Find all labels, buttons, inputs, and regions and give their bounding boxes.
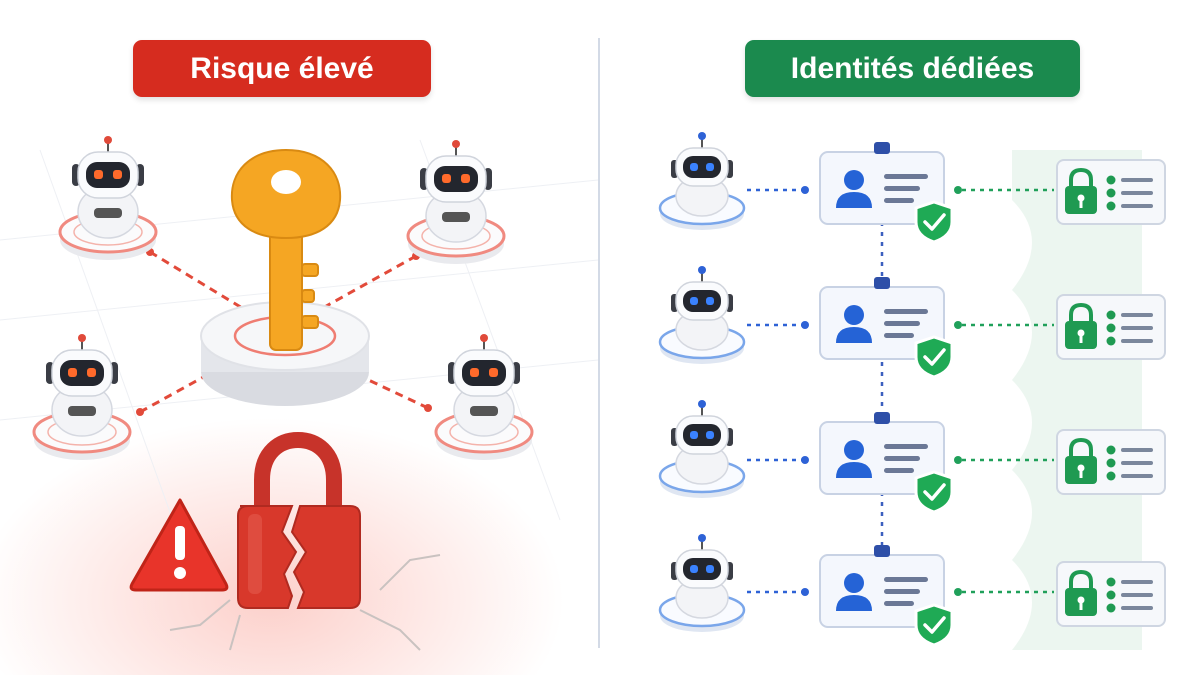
title-high-risk: Risque élevé: [133, 40, 431, 97]
robot-node-top-left: [58, 135, 158, 262]
robot-node-bottom-right: [434, 333, 534, 462]
padlock-checklist-icon: [1055, 158, 1167, 226]
right-panel-dedicated-identities: Identités dédiées: [602, 0, 1200, 675]
robot-node-bottom-left: [32, 333, 132, 462]
left-panel-high-risk: Risque élevé: [0, 0, 598, 675]
key-icon: [230, 148, 342, 351]
id-card-icon: [818, 275, 954, 379]
padlock-checklist-icon: [1055, 293, 1167, 361]
robot-icon: [658, 264, 746, 366]
dedicated-identity-diagram: [658, 130, 1167, 650]
robot-icon: [658, 130, 746, 232]
identity-row-1: [658, 130, 1167, 244]
warning-triangle-icon: [129, 498, 229, 592]
floor-cracks: [169, 554, 441, 651]
identity-row-3: [658, 398, 1167, 514]
panel-divider: [598, 38, 600, 648]
id-card-icon: [818, 543, 954, 647]
id-card-icon: [818, 140, 954, 244]
padlock-checklist-icon: [1055, 428, 1167, 496]
title-dedicated-identities: Identités dédiées: [745, 40, 1080, 97]
id-card-icon: [818, 410, 954, 514]
identity-row-4: [658, 532, 1167, 647]
shared-key-links: [139, 250, 429, 414]
identity-row-2: [658, 264, 1167, 379]
ribbon-backdrop: [1012, 150, 1142, 650]
padlock-checklist-icon: [1055, 560, 1167, 628]
robot-icon: [658, 532, 746, 634]
broken-padlock-icon: [237, 431, 361, 609]
shared-key-diagram: [0, 135, 598, 651]
robot-node-top-right: [406, 139, 506, 266]
robot-icon: [658, 398, 746, 500]
